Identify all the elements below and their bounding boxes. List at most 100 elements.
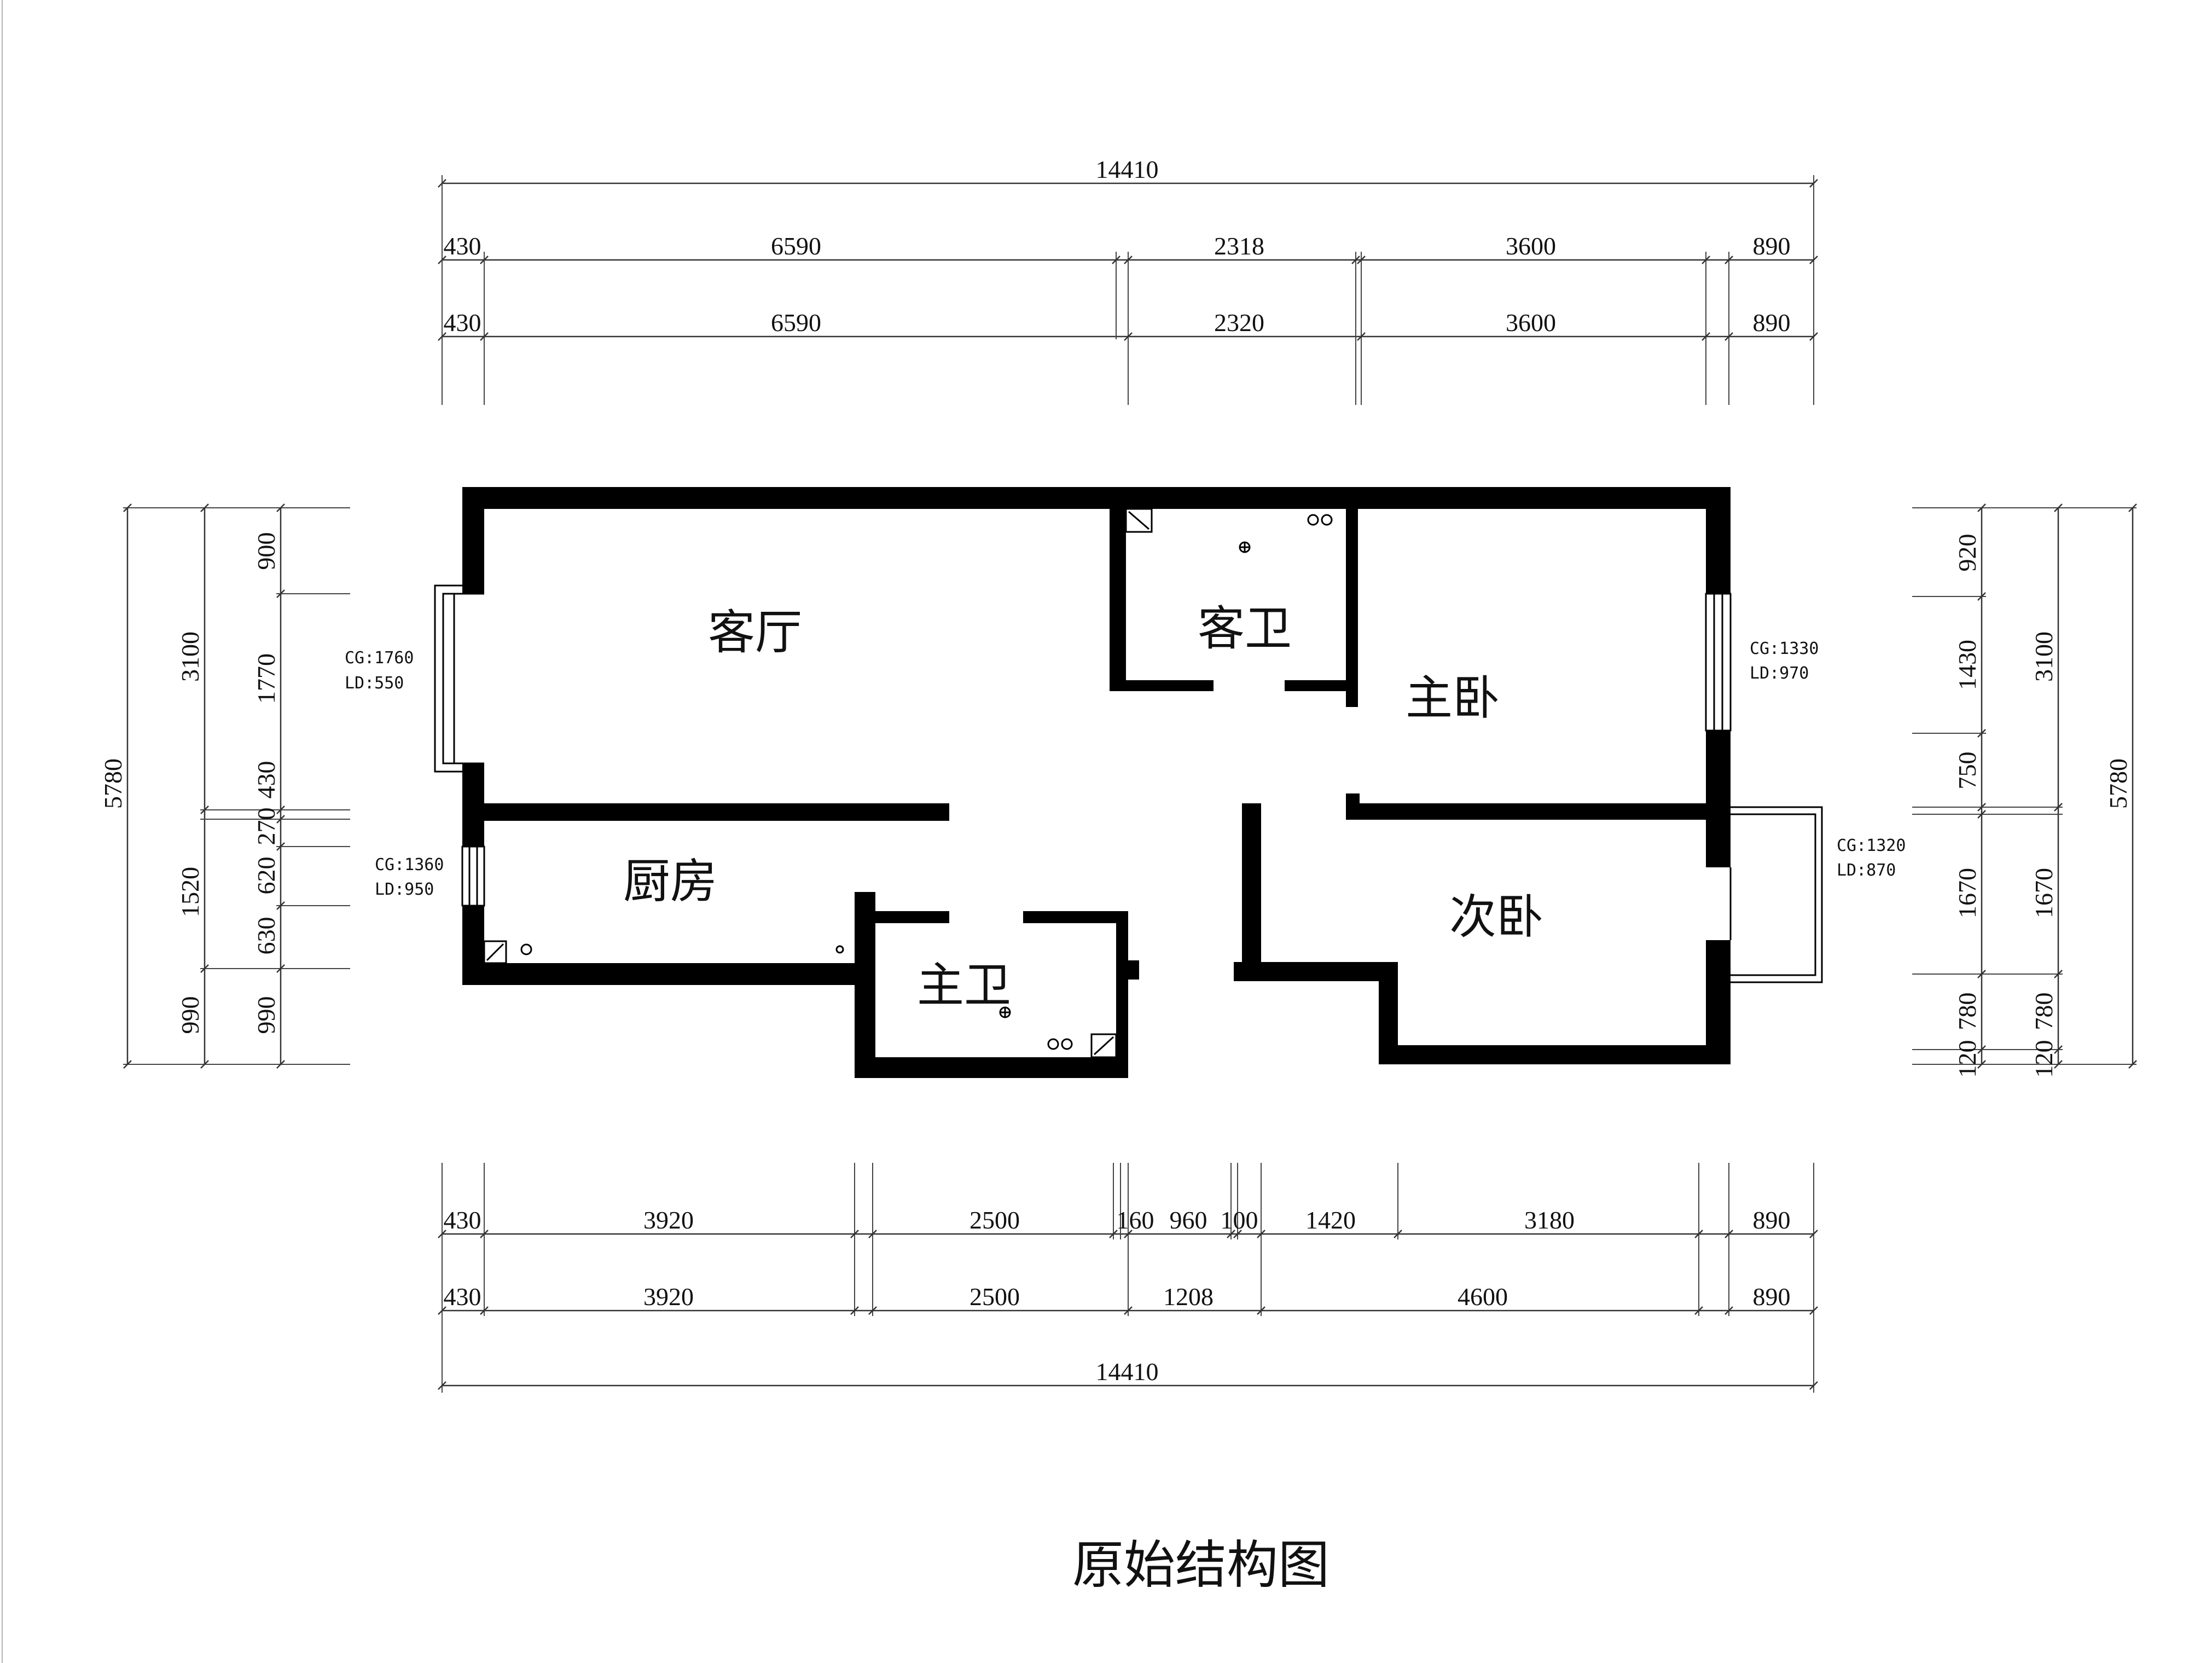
right-c1-dim-3: 750 <box>1953 752 1981 790</box>
left-c1-dim-3: 990 <box>176 996 204 1034</box>
bottom-r1-dim-9: 890 <box>1753 1206 1791 1234</box>
fixture-circle-icon <box>835 945 844 954</box>
bottom-r1-dim-1: 430 <box>444 1206 481 1234</box>
room-label-guest-bath: 客卫 <box>1198 601 1292 656</box>
bottom-total-dim: 14410 <box>1096 1358 1159 1386</box>
room-label-second-bedroom: 次卧 <box>1449 890 1543 945</box>
bottom-dimension-chain: 430 3920 2500 160 960 100 1420 3180 890 … <box>438 1163 1818 1393</box>
top-r2-dim-4: 3600 <box>1506 309 1556 337</box>
room-labels: 客厅 客卫 主卧 厨房 主卫 次卧 <box>623 601 1543 1013</box>
room-label-master-bath: 主卫 <box>917 958 1011 1013</box>
living-window-cg: CG:1760 <box>345 648 414 668</box>
bottom-r2-dim-2: 3920 <box>643 1283 694 1311</box>
left-total-dim: 5780 <box>99 758 127 809</box>
bottom-r2-dim-5: 4600 <box>1458 1283 1508 1311</box>
left-c2-dim-1: 900 <box>252 532 280 570</box>
right-c1-dim-6: 120 <box>1953 1040 1981 1078</box>
master-window-cg: CG:1330 <box>1750 639 1819 658</box>
fixture-circle-icon <box>1321 514 1333 526</box>
right-c2-dim-3: 780 <box>2030 993 2058 1030</box>
window-notes: CG:1760 LD:550 CG:1360 LD:950 CG:1330 LD… <box>345 639 1906 899</box>
right-c1-dim-1: 920 <box>1953 534 1981 572</box>
left-c2-dim-2: 1770 <box>252 653 280 704</box>
right-c1-dim-5: 780 <box>1953 993 1981 1030</box>
left-c2-dim-5: 620 <box>252 857 280 895</box>
wall-guest-bath-right <box>1346 509 1358 707</box>
wall-master-bath-stub <box>1127 960 1139 980</box>
kitchen-window-ld: LD:950 <box>375 880 434 899</box>
bottom-r1-dim-2: 3920 <box>643 1206 694 1234</box>
left-c1-dim-2: 1520 <box>176 867 204 917</box>
room-label-kitchen: 厨房 <box>623 854 717 909</box>
wall-master-bath-left <box>855 892 875 1078</box>
top-r1-dim-3: 2318 <box>1214 232 1264 260</box>
left-dimension-chain: 5780 3100 1520 990 900 1770 430 270 620 … <box>99 503 350 1069</box>
fixtures <box>483 508 1333 1058</box>
wall-right-middle <box>1706 731 1731 867</box>
windows <box>434 584 1823 983</box>
master-window-ld: LD:970 <box>1750 664 1809 683</box>
bottom-r1-dim-3: 2500 <box>969 1206 1020 1234</box>
top-r1-dim-4: 3600 <box>1506 232 1556 260</box>
wall-second-bottom <box>1379 1045 1731 1064</box>
bottom-r1-dim-8: 3180 <box>1524 1206 1575 1234</box>
top-total-dim: 14410 <box>1096 155 1159 183</box>
fixture-circle-icon <box>1047 1038 1059 1050</box>
left-c2-dim-7: 990 <box>252 996 280 1034</box>
wall-guest-bath-bottom-a <box>1110 680 1214 691</box>
fixture-circle-icon <box>1061 1038 1073 1050</box>
room-label-living: 客厅 <box>708 605 802 660</box>
wall-left-middle <box>462 763 484 847</box>
top-r2-dim-5: 890 <box>1753 309 1791 337</box>
wall-master-bath-top-b <box>1023 911 1127 923</box>
bottom-r2-dim-1: 430 <box>444 1283 481 1311</box>
right-c1-dim-4: 1670 <box>1953 868 1981 918</box>
right-c2-dim-4: 120 <box>2030 1040 2058 1078</box>
bottom-r2-dim-3: 2500 <box>969 1283 1020 1311</box>
right-c2-dim-1: 3100 <box>2030 631 2058 682</box>
wall-master-bath-top-a <box>875 911 949 923</box>
balcony-window-cg: CG:1320 <box>1837 836 1906 855</box>
left-c2-dim-6: 630 <box>252 917 280 955</box>
bottom-r2-dim-6: 890 <box>1753 1283 1791 1311</box>
wall-guest-bath-left <box>1110 509 1126 687</box>
balcony-window-ld: LD:870 <box>1837 861 1896 880</box>
room-label-master-bedroom: 主卧 <box>1406 671 1500 726</box>
top-r1-dim-5: 890 <box>1753 232 1791 260</box>
wall-living-kitchen <box>484 803 949 821</box>
wall-master-bath-bottom <box>855 1057 1127 1078</box>
wall-kitchen-bottom <box>462 963 856 985</box>
bottom-r1-dim-7: 1420 <box>1305 1206 1356 1234</box>
wall-second-bottom-left <box>1234 962 1398 981</box>
bottom-r1-dim-6: 100 <box>1221 1206 1258 1234</box>
top-r2-dim-3: 2320 <box>1214 309 1264 337</box>
left-c2-dim-4: 270 <box>252 808 280 845</box>
drawing-title: 原始结构图 <box>1072 1535 1329 1595</box>
bottom-r1-dim-4: 160 <box>1117 1206 1154 1234</box>
top-dimension-chain: 14410 430 6590 2318 3600 890 430 6590 23… <box>438 155 1818 405</box>
wall-right-lower <box>1706 940 1731 1064</box>
wall-master-second <box>1346 803 1706 820</box>
living-window-ld: LD:550 <box>345 674 404 693</box>
top-r1-dim-1: 430 <box>444 232 481 260</box>
page-edge-rule <box>2 0 3 1663</box>
bottom-r1-dim-5: 960 <box>1170 1206 1207 1234</box>
wall-right-upper <box>1706 487 1731 594</box>
left-c2-dim-3: 430 <box>252 761 280 799</box>
right-total-dim: 5780 <box>2104 758 2132 809</box>
top-r1-dim-2: 6590 <box>771 232 821 260</box>
wall-left-upper <box>462 487 484 594</box>
top-r2-dim-1: 430 <box>444 309 481 337</box>
right-dimension-chain: 920 1430 750 1670 780 120 3100 1670 780 … <box>1912 503 2137 1078</box>
wall-master-bath-right <box>1116 911 1128 1078</box>
left-c1-dim-1: 3100 <box>176 631 204 682</box>
top-r2-dim-2: 6590 <box>771 309 821 337</box>
bottom-r2-dim-4: 1208 <box>1163 1283 1214 1311</box>
walls <box>462 487 1731 1078</box>
right-c2-dim-2: 1670 <box>2030 868 2058 918</box>
wall-top-exterior <box>462 487 1731 509</box>
wall-corridor <box>1242 803 1261 967</box>
wall-guest-bath-bottom-b <box>1285 680 1353 691</box>
fixture-circle-icon <box>1307 514 1319 526</box>
